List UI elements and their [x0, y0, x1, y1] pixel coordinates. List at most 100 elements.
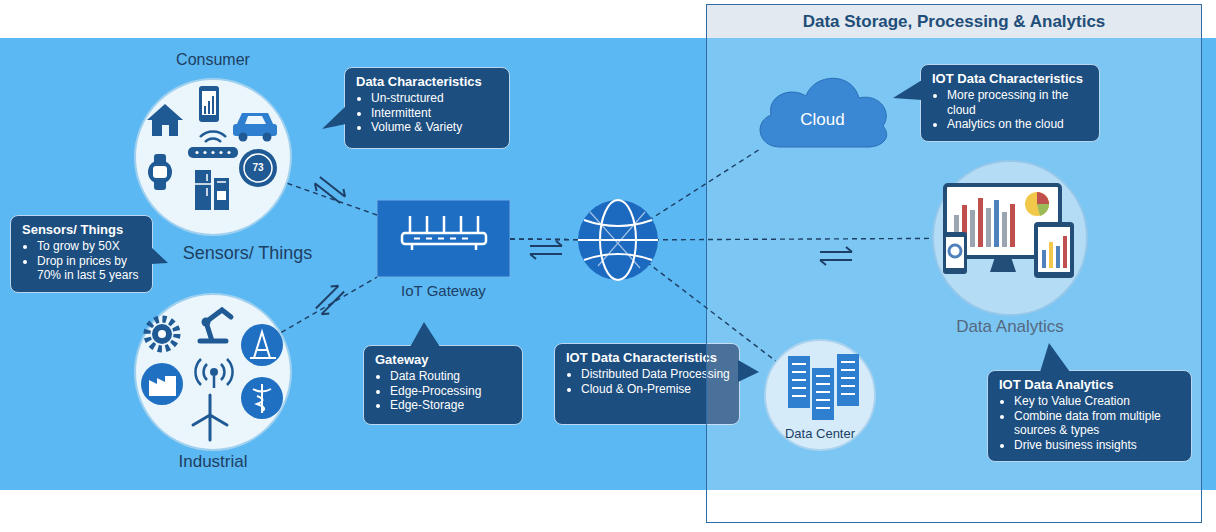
consumer-icons [208, 101, 210, 114]
consumer-icons [154, 154, 166, 190]
consumer-icons [204, 106, 206, 114]
analytics-illustration [986, 208, 991, 247]
network-globe [578, 200, 658, 280]
analytics-illustration [978, 198, 983, 247]
bullet-item: Drop in prices by 70% in last 5 years [37, 254, 143, 283]
display-number: 73 [246, 162, 270, 173]
analytics-illustration [1034, 222, 1074, 278]
analytics-illustration [962, 205, 967, 247]
callout-tail [151, 80, 1070, 382]
callout-tail [322, 106, 346, 129]
consumer-icons [239, 133, 248, 142]
bullet-list: More processing in the cloudAnalytics on… [932, 88, 1090, 132]
consumer-icons [219, 151, 222, 154]
network-globe [578, 200, 658, 280]
blue-band [0, 38, 1216, 490]
double-arrow-symbol [312, 173, 852, 318]
server-icons [788, 354, 859, 420]
industrial-icons [158, 330, 166, 338]
analytics-illustration [990, 257, 1016, 272]
consumer-icons [147, 86, 277, 210]
server-icons [837, 354, 859, 406]
bullet-item: Edge-Processing [390, 384, 513, 399]
dashed-connector [281, 277, 377, 332]
analytics-illustration [1038, 227, 1070, 272]
node-heading: Data Analytics [892, 317, 1128, 337]
analytics-illustration [954, 215, 959, 247]
analytics-illustration [943, 232, 967, 274]
bullet-list: To grow by 50XDrop in prices by 70% in l… [22, 239, 143, 283]
industrial-icons [241, 324, 283, 366]
bullet-item: Analytics on the cloud [947, 117, 1090, 132]
industrial-icons [152, 324, 172, 344]
node-heading: Data Center [724, 426, 916, 441]
consumer-icons [195, 170, 211, 210]
gateway-box: IoT Gateway [377, 200, 510, 277]
dashed-connector [510, 150, 758, 240]
panel-heading: Data Storage, Processing & Analytics [707, 5, 1201, 38]
node-heading: Consumer [94, 51, 332, 69]
analytics-illustration [1037, 204, 1049, 216]
industrial-icons [210, 368, 218, 376]
analytics-illustration [1063, 236, 1067, 268]
circle-outline [134, 78, 292, 236]
info-callout: IOT Data AnalyticsKey to Value CreationC… [987, 370, 1192, 462]
consumer-icons [214, 178, 229, 210]
analytics-illustration [1010, 204, 1015, 247]
analytics-illustration [1025, 192, 1049, 216]
bullet-item: Un-structured [371, 91, 500, 106]
router-icon [412, 244, 476, 250]
bullet-item: More processing in the cloud [947, 88, 1090, 117]
callout-heading: IOT Data Characteristics [932, 71, 1090, 87]
consumer-icons [147, 104, 183, 120]
node-heading: IoT Gateway [337, 282, 550, 299]
consumer-icons [233, 124, 277, 136]
circle-shape [135, 294, 291, 450]
callout-heading: IOT Data Analytics [999, 377, 1182, 393]
bullet-list: Un-structuredIntermittentVolume & Variet… [356, 91, 500, 135]
consumer-icons [195, 151, 198, 154]
bullet-item: Volume & Variety [371, 120, 500, 135]
bullet-list: Key to Value CreationCombine data from m… [999, 394, 1182, 452]
industrial-icons [253, 384, 271, 413]
bullet-item: To grow by 50X [37, 239, 143, 254]
callout-tail [410, 322, 440, 347]
server-icons [792, 362, 855, 408]
callout-tail [893, 80, 922, 100]
callout-heading: Data Characteristics [356, 74, 500, 90]
consumer-icons [200, 131, 226, 142]
network-globe [600, 200, 636, 280]
info-callout: Sensors/ ThingsTo grow by 50XDrop in pri… [10, 215, 153, 293]
consumer-icons [239, 149, 277, 187]
info-callout: GatewayData RoutingEdge-ProcessingEdge-S… [363, 345, 523, 425]
analytics-illustration [1042, 250, 1046, 268]
info-callout: Data CharacteristicsUn-structuredIntermi… [344, 67, 510, 149]
callout-heading: Sensors/ Things [22, 222, 143, 238]
callout-tail [738, 360, 759, 382]
callout-tail [151, 247, 168, 264]
callout-heading: Gateway [375, 352, 513, 368]
industrial-icons [193, 395, 227, 440]
industrial-icons [141, 310, 283, 440]
consumer-icons [148, 160, 172, 184]
analytics-illustration [946, 237, 964, 268]
industrial-icons [141, 363, 183, 405]
callout-tail [1040, 343, 1070, 372]
bullet-item: Intermittent [371, 106, 500, 121]
gateway-square [377, 200, 510, 277]
network-globe [590, 212, 645, 268]
info-callout: IOT Data CharacteristicsMore processing … [920, 64, 1100, 142]
cloud-shape: Cloud [750, 68, 895, 150]
consumer-icons [188, 147, 238, 158]
double-arrow-symbol [312, 173, 348, 207]
bullet-item: Combine data from multiple sources & typ… [1014, 409, 1182, 438]
circle-outline [932, 160, 1088, 316]
cloud-outline [750, 68, 895, 150]
network-globe [578, 239, 658, 241]
dashed-connector [510, 238, 932, 240]
consumer-icons [227, 151, 230, 154]
